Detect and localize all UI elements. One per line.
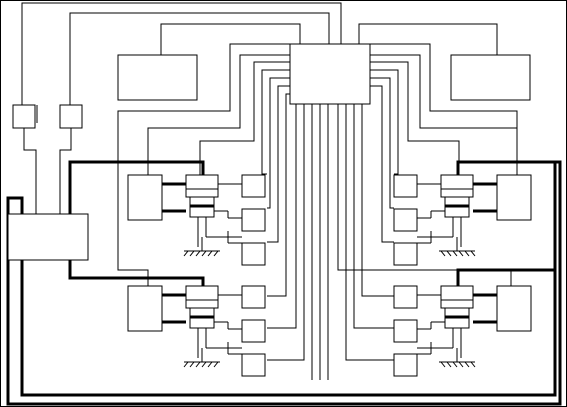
top-wiring xyxy=(21,2,498,123)
controller-wires xyxy=(117,43,518,380)
bottom-right-module xyxy=(394,286,531,376)
upper-left-panel xyxy=(117,54,198,101)
upper-right-panel xyxy=(450,54,531,101)
central-controller-block xyxy=(289,43,371,105)
top-right-module xyxy=(394,175,531,265)
power-unit-block xyxy=(7,213,89,261)
left-switch xyxy=(12,104,36,129)
top-left-module xyxy=(126,173,267,267)
right-switch xyxy=(59,104,83,129)
bottom-left-module xyxy=(126,284,267,378)
power-bus xyxy=(6,160,562,406)
